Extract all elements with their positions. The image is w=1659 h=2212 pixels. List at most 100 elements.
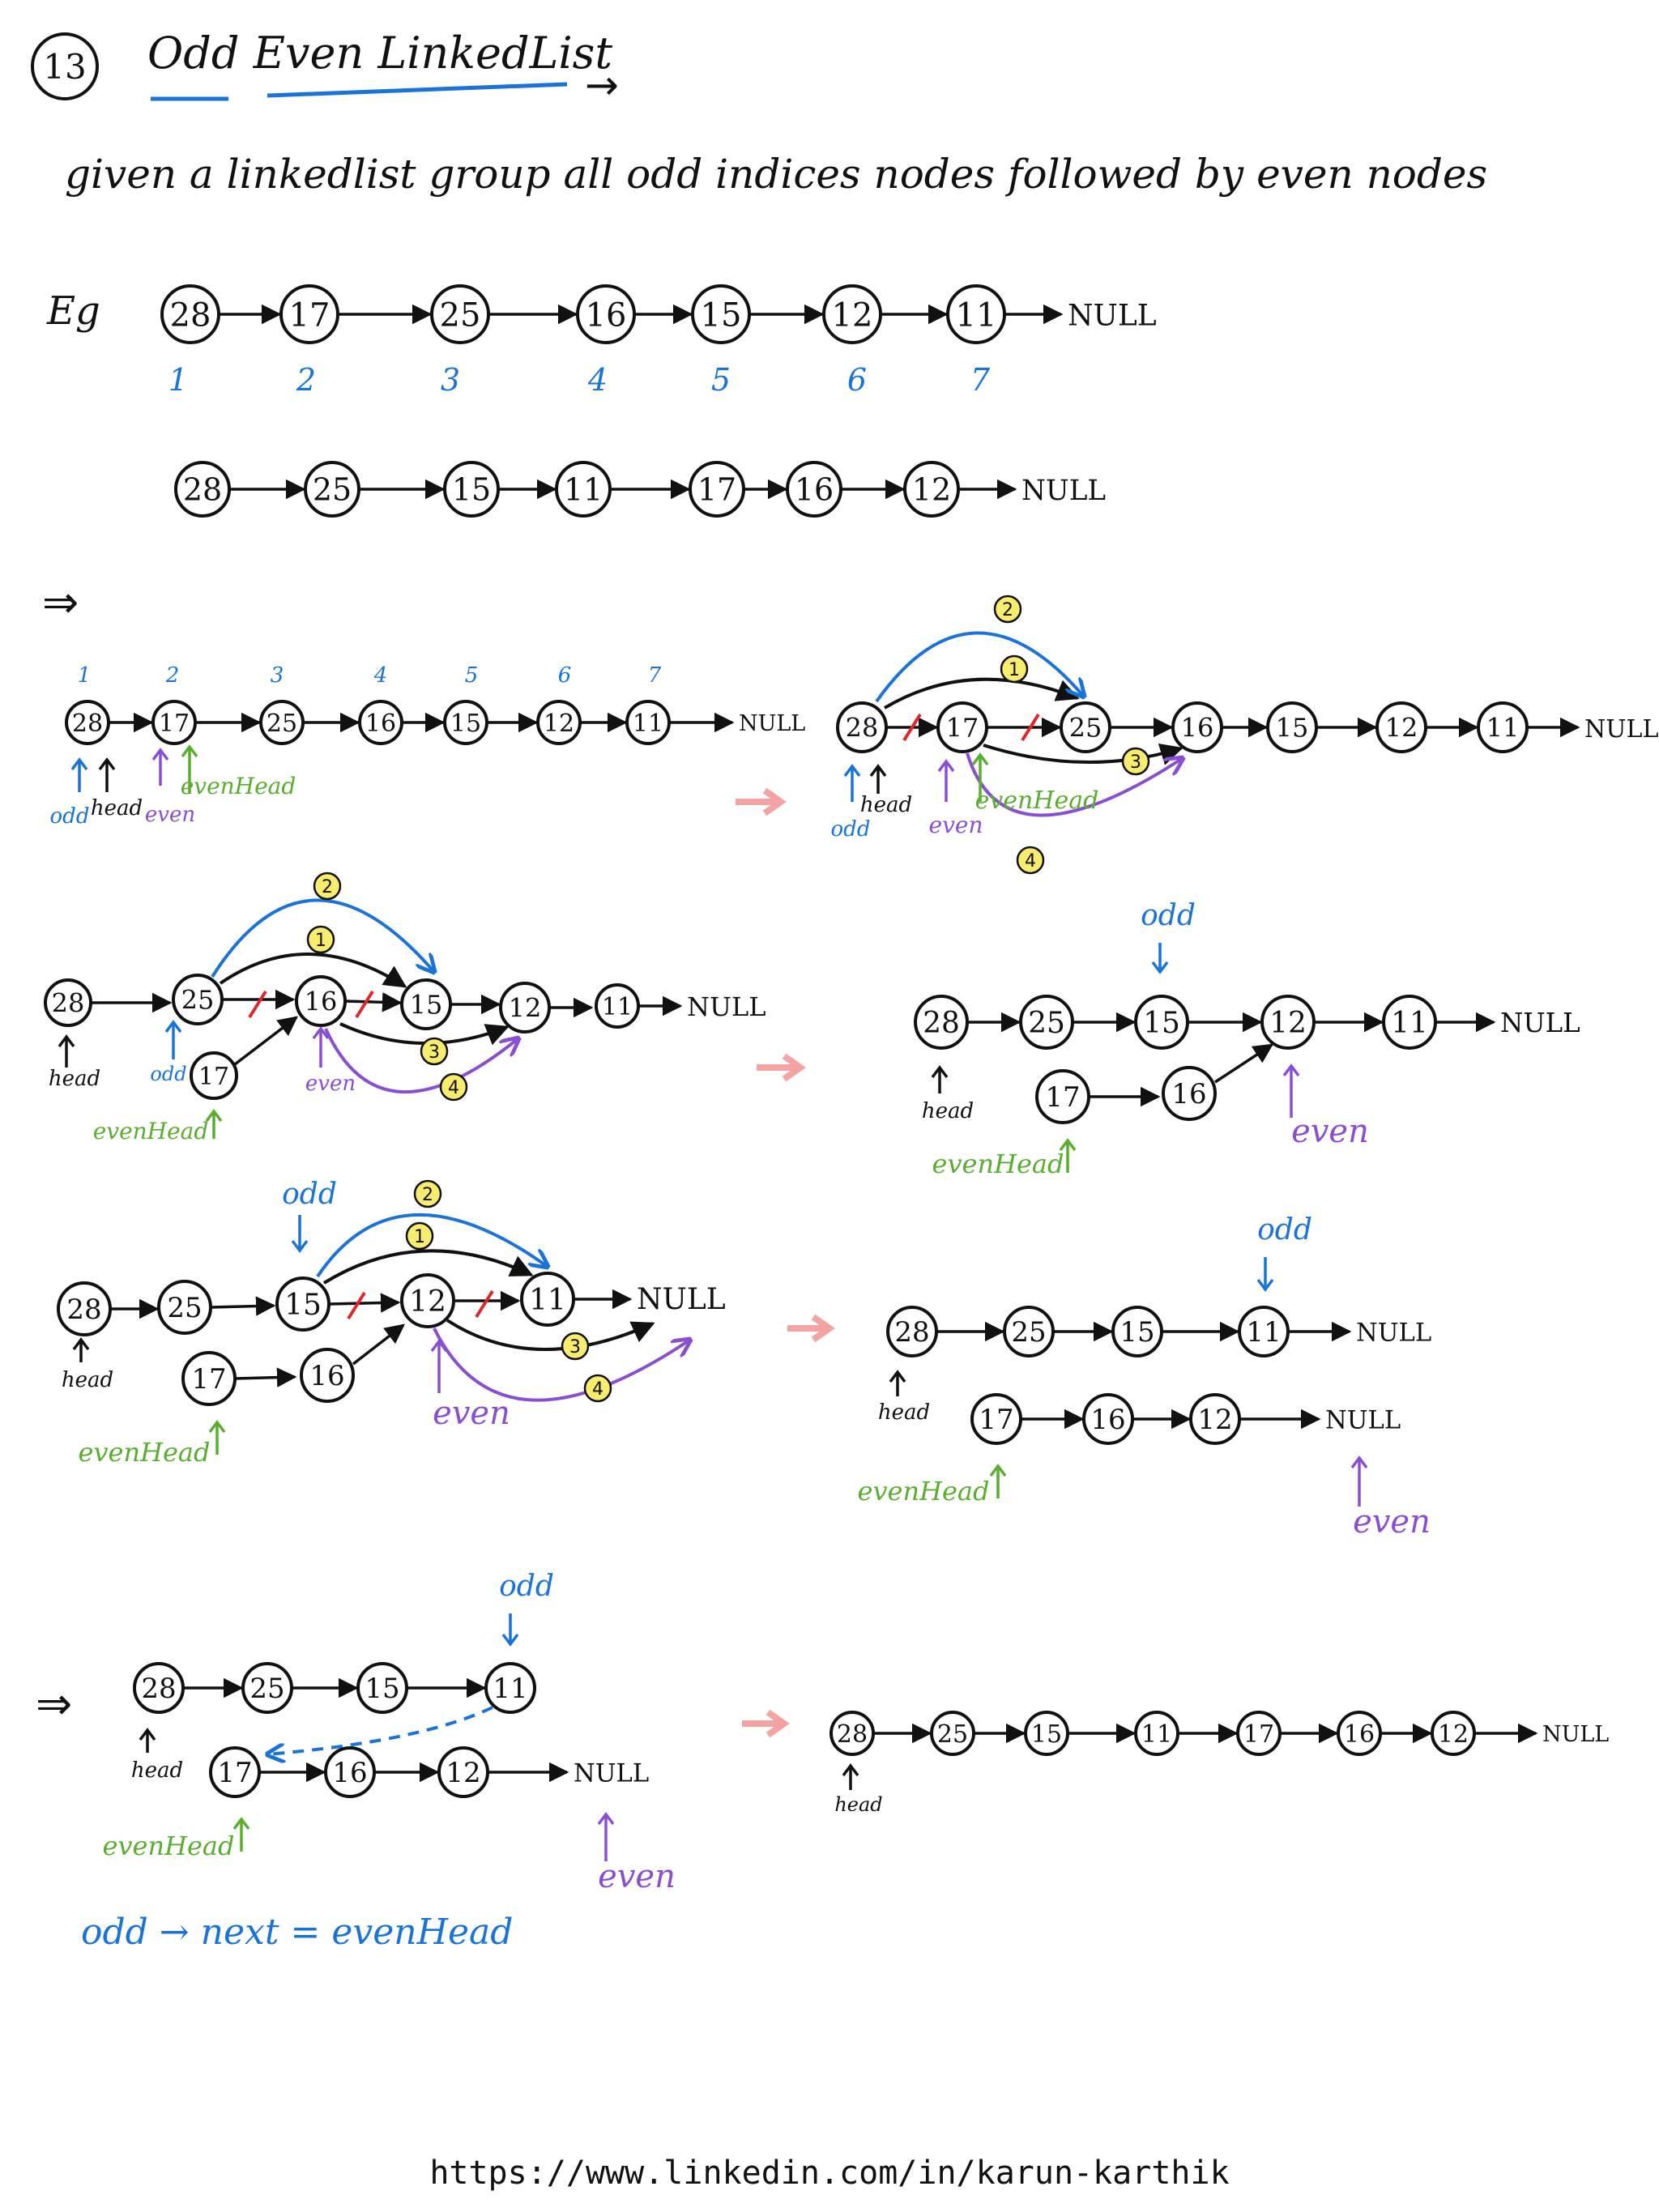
index-number: 4	[587, 362, 608, 398]
list-node: 17	[151, 700, 197, 745]
even-label: even	[433, 1395, 510, 1432]
node-value: 28	[923, 1007, 960, 1040]
node-value: 17	[217, 1757, 252, 1789]
badge-number: 4	[448, 1078, 459, 1098]
list-node: 28	[174, 461, 231, 518]
node-circle	[300, 1348, 355, 1403]
list-node: 17	[279, 284, 339, 344]
node-value: 17	[198, 1063, 229, 1091]
link-arrow	[234, 1367, 297, 1387]
node-value: 15	[284, 1289, 322, 1322]
badge-number: 2	[422, 1185, 433, 1205]
odd-label: odd	[50, 804, 90, 829]
link-arrow	[344, 992, 403, 1012]
node-value: 16	[1171, 1078, 1206, 1110]
node-value: 11	[633, 710, 663, 738]
badge-circle	[993, 595, 1022, 624]
cut-mark	[902, 713, 922, 742]
step-badge: 1	[1000, 654, 1029, 684]
list-node: 12	[499, 982, 551, 1034]
node-value: 28	[52, 988, 85, 1019]
badge-number: 2	[322, 877, 333, 897]
node-value: 11	[1391, 1007, 1428, 1040]
badge-number: 3	[429, 1042, 440, 1063]
badge-circle	[561, 1332, 590, 1361]
node-value: 25	[440, 296, 481, 334]
node-value: 12	[409, 1285, 446, 1319]
list-node: 15	[400, 978, 452, 1030]
null-label: NULL	[637, 1283, 726, 1316]
node-value: 16	[586, 296, 627, 334]
badge-circle	[306, 925, 335, 954]
link-arrow	[1214, 1043, 1274, 1084]
node-value: 12	[544, 710, 574, 738]
list-node: 28	[65, 700, 110, 745]
even-label: even	[1353, 1503, 1431, 1541]
node-value: 15	[1031, 1720, 1062, 1749]
node-value: 28	[72, 710, 103, 738]
list-node: 17	[970, 1393, 1022, 1445]
list-node: 28	[886, 1306, 938, 1357]
list-node: 28	[160, 284, 220, 344]
link-even-next	[983, 743, 1183, 765]
footer-link[interactable]: https://www.linkedin.com/in/karun-karthi…	[429, 2154, 1230, 2192]
null-label: NULL	[687, 991, 766, 1022]
node-value: 17	[289, 296, 331, 334]
list-node: 25	[304, 461, 360, 518]
odd-label: odd	[1141, 899, 1196, 932]
list-node: 12	[1260, 995, 1316, 1050]
badge-circle	[439, 1072, 468, 1102]
question-number: 13	[43, 47, 86, 87]
head-label: head	[878, 1400, 930, 1425]
example-label: Eg	[46, 288, 100, 334]
title-underline-rest	[267, 82, 568, 98]
badge-number: 4	[1025, 851, 1036, 872]
list-node: 25	[1003, 1306, 1055, 1357]
node-value: 25	[313, 472, 352, 508]
pointer-arrowhead	[597, 1812, 615, 1826]
list-node: 16	[1162, 1066, 1217, 1121]
badge-number: 3	[569, 1337, 581, 1357]
node-circle	[484, 1662, 536, 1714]
node-circle	[190, 1051, 238, 1100]
node-value: 16	[309, 1360, 344, 1392]
node-value: 12	[446, 1757, 480, 1789]
even-label: even	[1291, 1113, 1369, 1150]
node-value: 17	[979, 1404, 1013, 1436]
index-number: 4	[373, 663, 388, 688]
node-value: 25	[937, 1720, 968, 1749]
pointer-arrowhead	[70, 757, 88, 771]
final-formula: odd → next = evenHead	[81, 1912, 513, 1953]
pointer-arrowhead	[1256, 1278, 1274, 1292]
move-odd	[211, 898, 434, 978]
list-node: 17	[1236, 1711, 1282, 1756]
list-node: 16	[1337, 1711, 1382, 1756]
list-node: 16	[300, 1348, 355, 1403]
list-node: 15	[356, 1662, 408, 1714]
node-value: 15	[1120, 1316, 1154, 1349]
odd-label: odd	[1257, 1213, 1312, 1247]
node-value: 16	[365, 710, 396, 738]
list-node: 12	[1189, 1393, 1241, 1445]
node-value: 28	[170, 296, 211, 334]
question-number-circle	[31, 32, 99, 100]
pointer-arrowhead	[1059, 1138, 1077, 1152]
list-node: 11	[555, 461, 612, 518]
list-node: 17	[209, 1746, 261, 1798]
pointer-arrowhead	[937, 759, 955, 773]
list-node: 28	[830, 1711, 875, 1756]
implies-symbol: ⇒	[42, 577, 79, 628]
node-value: 16	[1181, 713, 1214, 744]
node-value: 16	[332, 1757, 367, 1789]
list-node: 28	[836, 701, 888, 753]
step-badge: 3	[561, 1332, 590, 1361]
list-node: 15	[1134, 995, 1189, 1050]
node-value: 12	[1438, 1720, 1469, 1749]
null-label: NULL	[1584, 715, 1658, 744]
node-value: 25	[1069, 713, 1102, 744]
pointer-arrowhead	[312, 1026, 330, 1040]
node-value: 12	[912, 472, 951, 508]
odd-label: odd	[150, 1063, 186, 1085]
pointer-arrowhead	[842, 1763, 859, 1777]
